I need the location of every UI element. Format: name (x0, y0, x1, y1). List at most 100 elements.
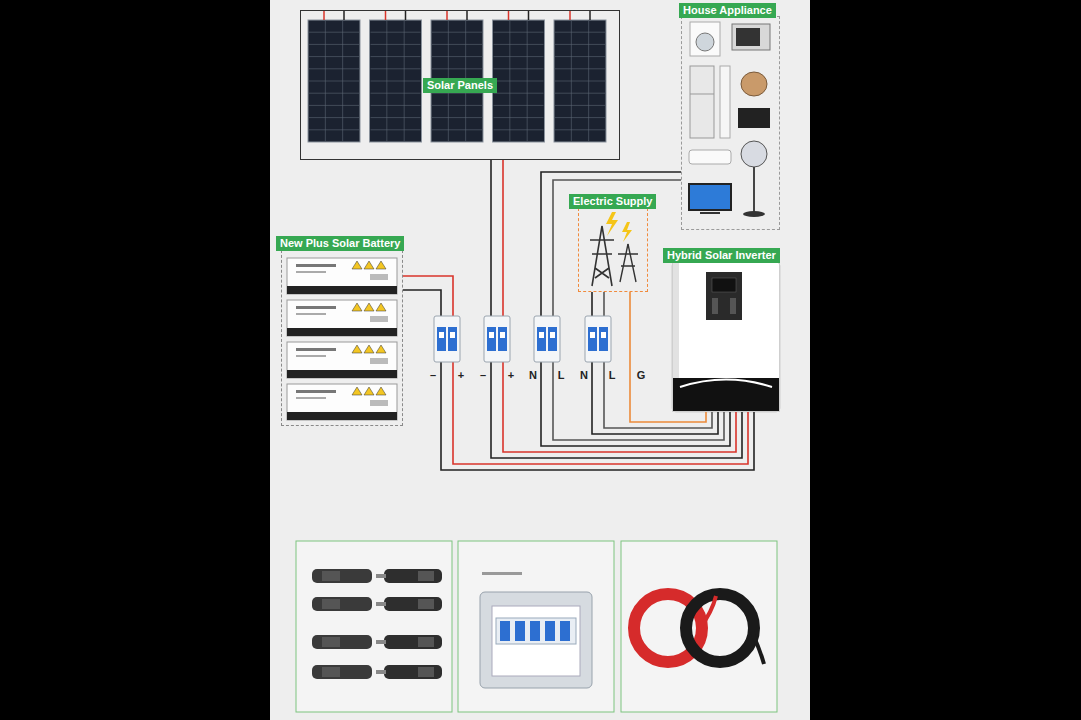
panel-lead (446, 10, 448, 20)
heading-holder: Hybrid Solar Inverter (663, 245, 780, 263)
panel-lead (528, 10, 530, 20)
breaker-module (530, 621, 540, 641)
warning-sign (364, 261, 374, 269)
cable-end (752, 632, 764, 664)
mc4-grip (418, 571, 434, 581)
battery-module (287, 258, 397, 294)
panel-lead (343, 10, 345, 20)
breaker-pole (599, 327, 608, 351)
mc4-connector (312, 569, 372, 583)
panel-lead (569, 10, 571, 20)
heading-holder: Electric Supply (569, 191, 656, 209)
picture-frame (296, 541, 452, 712)
panel-cell-line (371, 117, 421, 118)
warning-sign (352, 261, 362, 269)
inverter-screen (712, 278, 736, 292)
panel-cell-line (494, 117, 544, 118)
wire-connector (541, 172, 730, 446)
panel-lead (385, 10, 387, 20)
warning-sign (352, 345, 362, 353)
wire-connector (403, 290, 754, 470)
component-heading: Solar Panels (423, 78, 497, 93)
mc4-grip (418, 599, 434, 609)
panel-cell-line (494, 105, 544, 106)
solar-panel (493, 20, 545, 142)
battery-logo (370, 316, 388, 322)
lightning-bolt (606, 212, 618, 236)
fridge-door-line (690, 94, 714, 95)
panel-cell-line (494, 129, 544, 130)
panel-cell-line (555, 105, 605, 106)
panel-cell-line (555, 68, 605, 69)
mc4-connector (384, 665, 442, 679)
line-wire (553, 180, 724, 440)
warning-sign (352, 303, 362, 311)
breaker-pole (588, 327, 597, 351)
breaker-rail (496, 618, 576, 644)
circuit-breaker (585, 316, 611, 362)
terminal-label: N (580, 369, 588, 382)
ground-wire (630, 292, 706, 422)
heading-holder: Solar Panels (423, 75, 497, 93)
warning-sign (364, 387, 374, 395)
panel-cell-line (494, 81, 544, 82)
battery-print (296, 355, 326, 357)
fan-base (743, 211, 765, 217)
component-box: New Plus Solar Battery (281, 250, 403, 426)
pylon (618, 244, 638, 282)
breaker-pole (487, 327, 496, 351)
washing-machine (690, 22, 720, 56)
component-heading: New Plus Solar Battery (276, 236, 404, 251)
solar-panel (370, 20, 422, 142)
panel-cell-line (309, 56, 359, 57)
panel-cell-line (371, 44, 421, 45)
mc4-grip (418, 637, 434, 647)
mc4-grip (418, 667, 434, 677)
inverter-button (712, 298, 718, 314)
pylon-icons (590, 212, 638, 286)
panel-cell-line (555, 32, 605, 33)
panel-cell-line (371, 32, 421, 33)
mc4-connector (384, 635, 442, 649)
mc4-grip (322, 571, 340, 581)
mc4-pin (376, 574, 386, 578)
battery-print (296, 313, 326, 315)
picture-frame (458, 541, 614, 712)
panel-cell-line (432, 32, 482, 33)
panel-cell-line (371, 93, 421, 94)
battery-print (296, 271, 326, 273)
battery-print (296, 306, 336, 309)
television-stand (700, 212, 720, 214)
terminal-label: L (558, 369, 565, 382)
panel-cell-line (432, 105, 482, 106)
mc4-pin (376, 670, 386, 674)
battery-module (287, 342, 397, 378)
battery-base (287, 370, 397, 378)
component-box: House Appliance (681, 16, 780, 230)
circuit-breaker (534, 316, 560, 362)
breaker-toggle (539, 332, 544, 338)
breaker-module (545, 621, 555, 641)
breaker-toggle (450, 332, 455, 338)
picture-frame (621, 541, 777, 712)
warning-sign (376, 345, 386, 353)
wire-connector (491, 160, 742, 458)
breaker-toggle (439, 332, 444, 338)
battery-base (287, 286, 397, 294)
panel-cell-line (555, 117, 605, 118)
panel-cell-line (371, 81, 421, 82)
air-conditioner-tower (720, 66, 730, 138)
connectors (403, 160, 754, 470)
mc4-grip (322, 667, 340, 677)
panel-cell-line (555, 129, 605, 130)
washing-machine-door (696, 33, 714, 51)
breaker-toggle (550, 332, 555, 338)
accessory-pictures (296, 541, 777, 712)
wire-connector (592, 292, 718, 434)
fan-head (741, 141, 767, 167)
air-conditioner (689, 150, 731, 164)
heading-holder: New Plus Solar Battery (276, 233, 404, 251)
